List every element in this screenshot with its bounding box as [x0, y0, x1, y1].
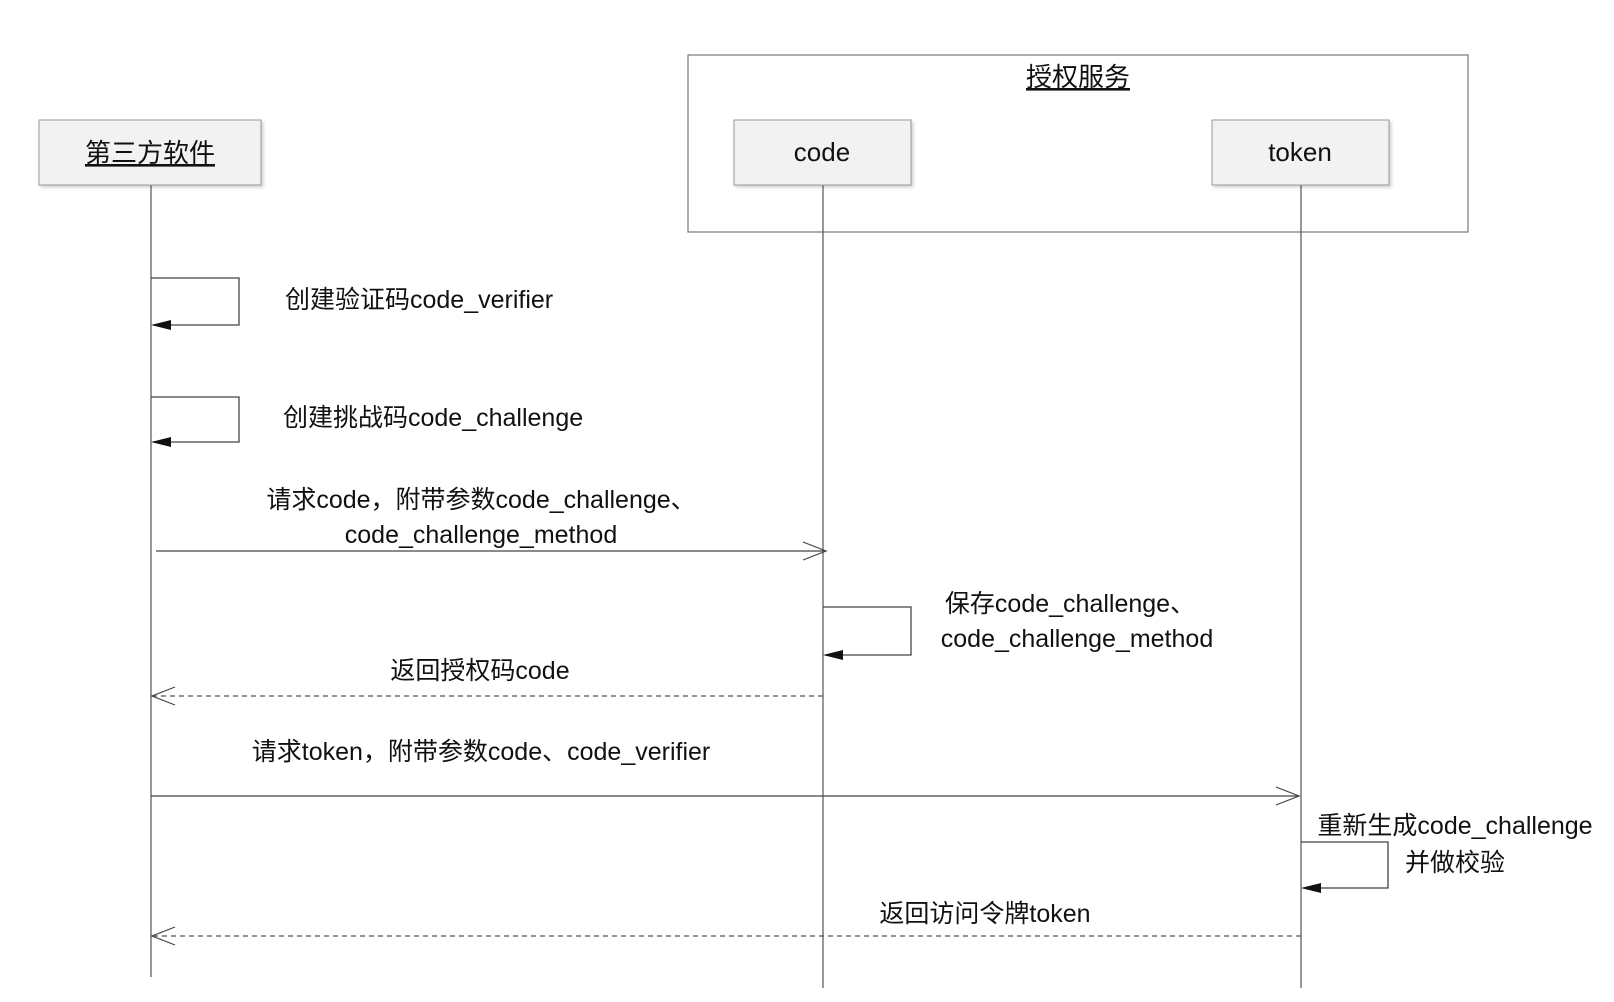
self-message-save-challenge — [823, 606, 912, 656]
regenerate-challenge-label-line1: 重新生成code_challenge — [1317, 812, 1592, 840]
return-code-label: 返回授权码code — [390, 657, 569, 685]
create-challenge-label: 创建挑战码code_challenge — [283, 404, 583, 432]
client-participant-label: 第三方软件 — [85, 138, 215, 168]
return-token-arrowhead — [150, 926, 176, 946]
request-token-arrowhead — [1275, 786, 1301, 806]
save-challenge-label-line1: 保存code_challenge、 — [945, 590, 1195, 618]
self-message-create-challenge — [151, 396, 240, 443]
request-code-label-line2: code_challenge_method — [345, 521, 617, 549]
self-message-create-challenge-arrowhead — [151, 437, 171, 447]
request-code-arrowhead — [802, 541, 828, 561]
code-participant-box — [733, 119, 912, 186]
self-message-create-verifier — [151, 277, 240, 326]
regenerate-challenge-label-line2: 并做校验 — [1405, 849, 1505, 877]
code-participant-label: code — [794, 137, 850, 167]
self-message-create-verifier-arrowhead — [151, 320, 171, 330]
self-message-regenerate-challenge — [1301, 841, 1389, 889]
request-code-label-line1: 请求code，附带参数code_challenge、 — [266, 486, 695, 514]
self-message-save-challenge-arrowhead — [823, 650, 843, 660]
create-verifier-label: 创建验证码code_verifier — [285, 286, 553, 314]
save-challenge-label-line2: code_challenge_method — [941, 625, 1213, 653]
auth-service-group-title: 授权服务 — [1026, 62, 1130, 92]
self-message-regenerate-challenge-arrowhead — [1301, 883, 1321, 893]
request-token-label: 请求token，附带参数code、code_verifier — [252, 738, 711, 766]
return-code-arrowhead — [150, 686, 176, 706]
token-participant-box — [1211, 119, 1390, 186]
return-token-label: 返回访问令牌token — [879, 900, 1090, 928]
client-participant-box — [38, 119, 262, 186]
token-participant-label: token — [1268, 137, 1332, 167]
